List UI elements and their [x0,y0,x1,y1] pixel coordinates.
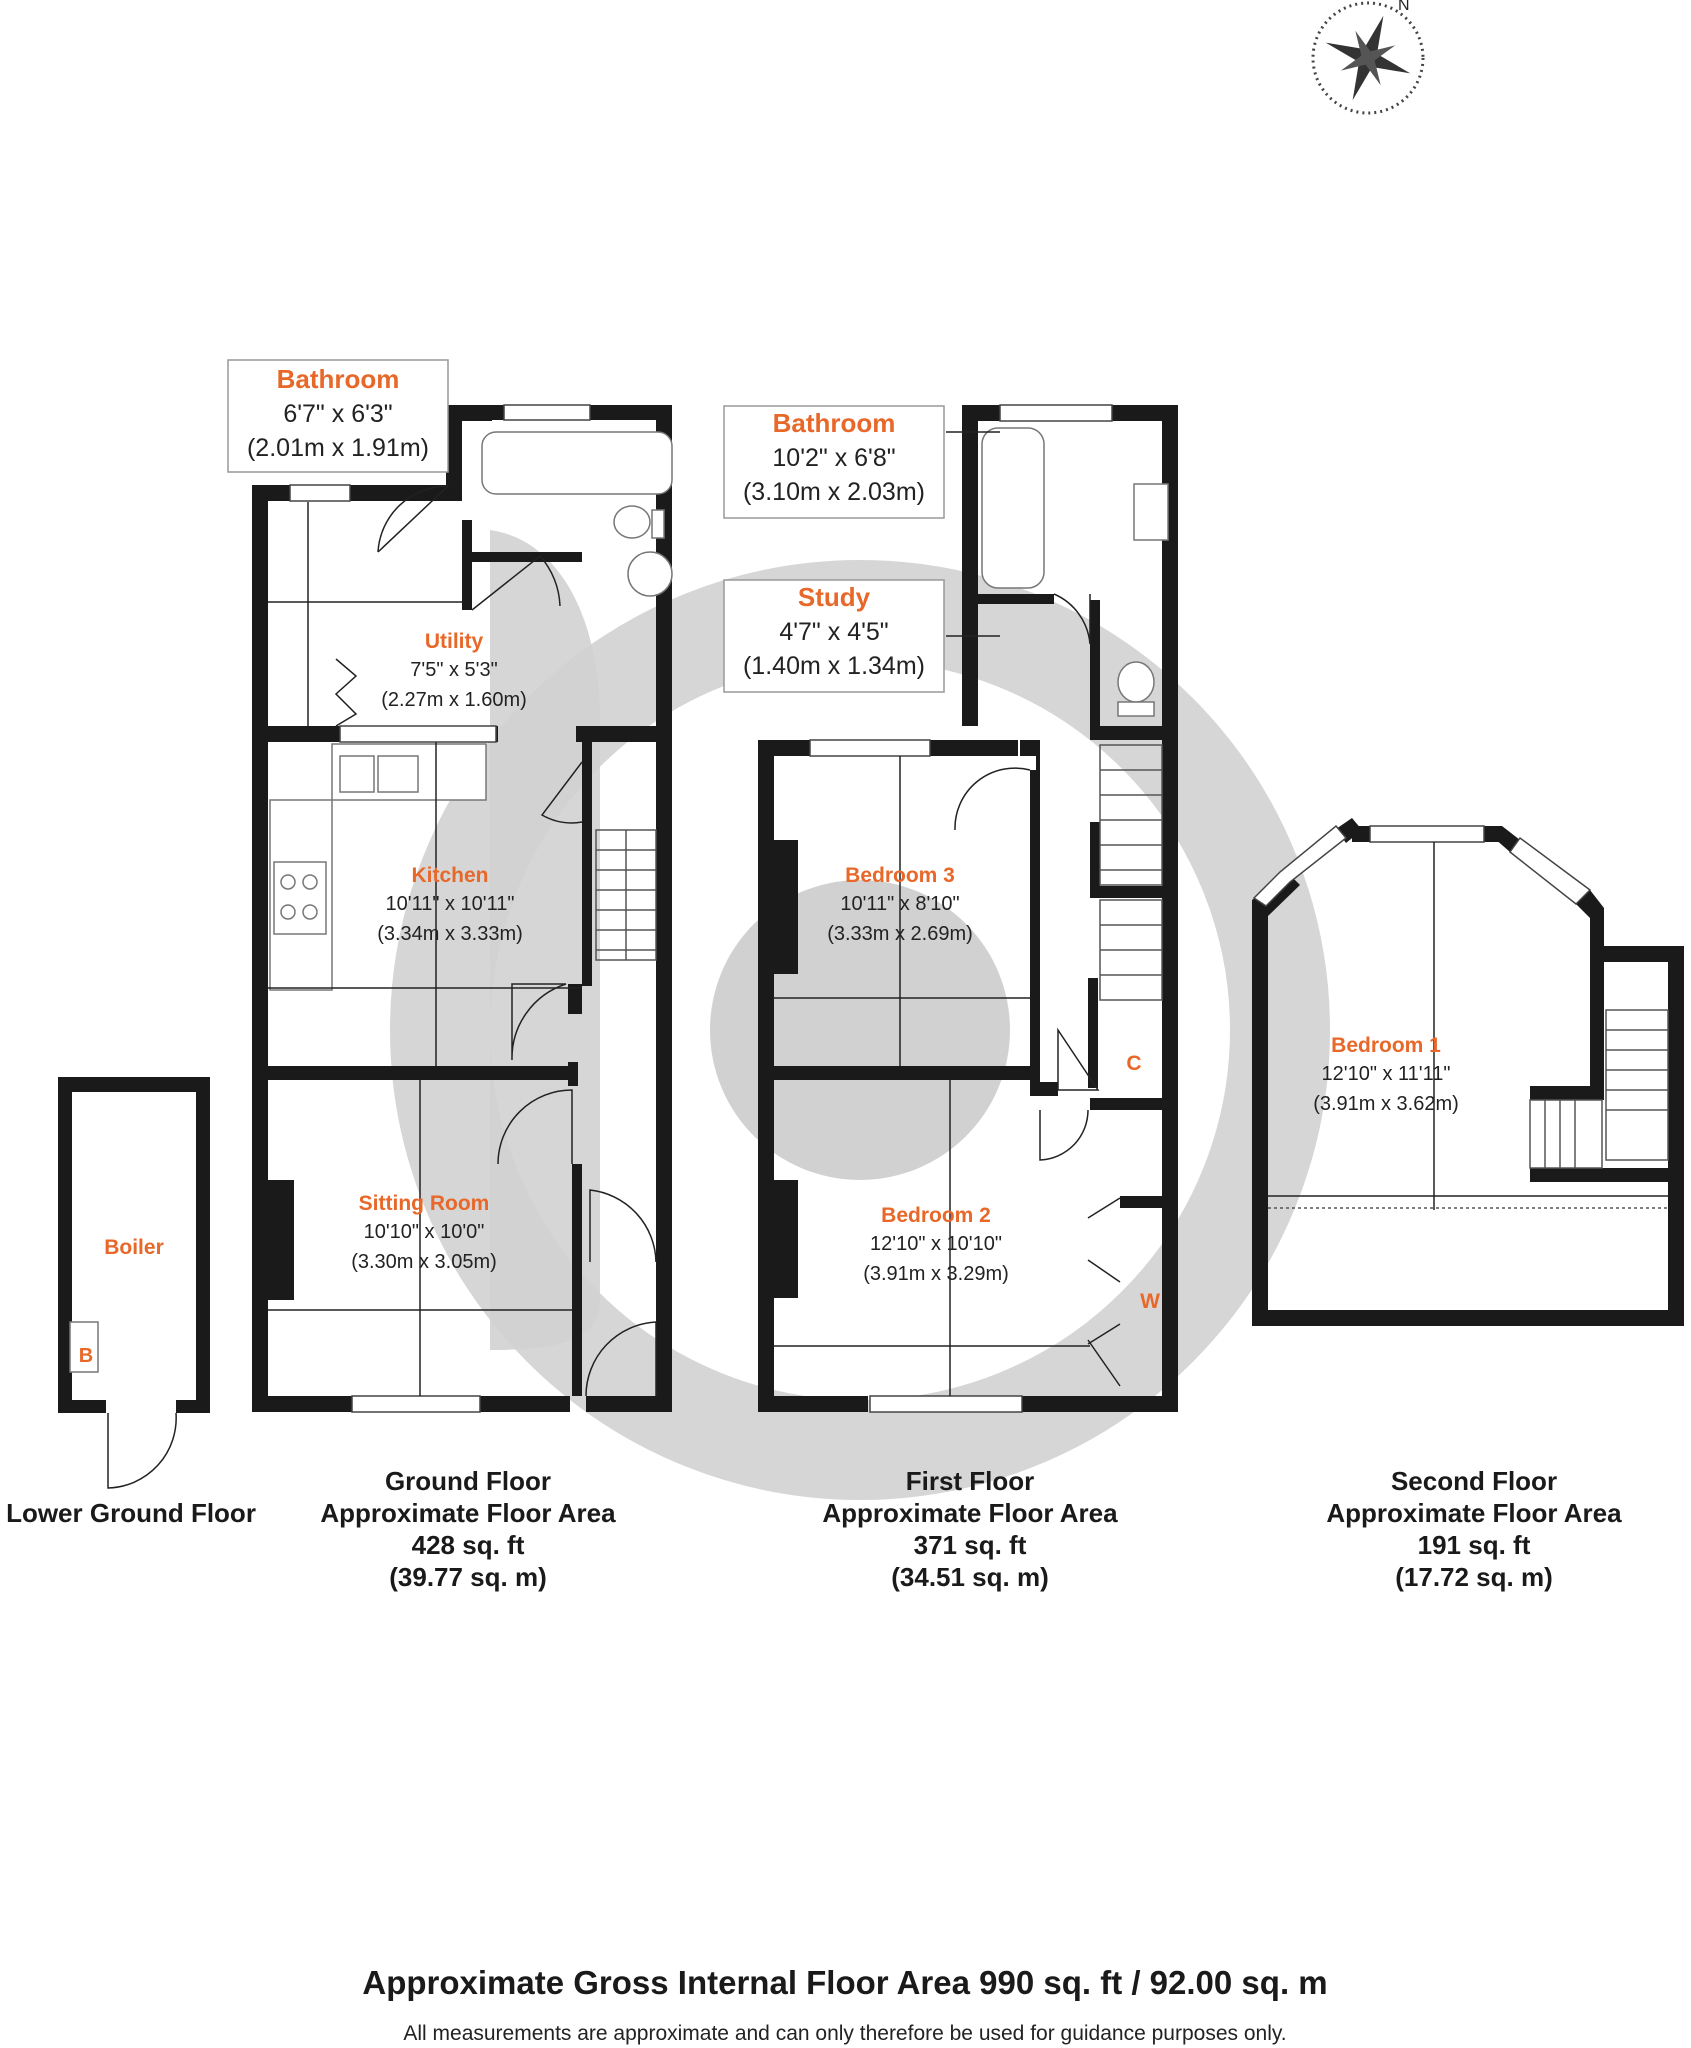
room-labels: Bathroom 6'7" x 6'3" (2.01m x 1.91m) Uti… [79,364,1459,1367]
ground-floor-label: Ground Floor [385,1466,551,1496]
sitting-room-chimney-breast [268,1180,294,1300]
cupboard-door [1057,1027,1100,1091]
sitting-room-imperial: 10'10" x 10'0" [364,1221,485,1243]
compass-north-label: N [1398,0,1410,14]
ground-floor-sqm: (39.77 sq. m) [389,1562,547,1592]
second-floor-area-label: Approximate Floor Area [1326,1498,1622,1528]
wardrobe-doors [1087,1197,1121,1387]
lower-ground-floor-label: Lower Ground Floor [6,1498,256,1528]
cupboard-marker: C [1126,1052,1141,1075]
first-floor-area-label: Approximate Floor Area [822,1498,1118,1528]
boiler-unit [69,1321,99,1373]
gf-bathroom-callout [227,359,449,473]
front-door [585,1321,657,1397]
front-hall-door [589,1189,657,1263]
study-name: Study [798,582,871,612]
bedroom2-name: Bedroom 2 [881,1204,991,1227]
first-floor-sqft: 371 sq. ft [914,1530,1027,1560]
study-imperial: 4'7" x 4'5" [779,618,888,646]
sf-stairs [1529,1009,1669,1169]
kitchen-name: Kitchen [411,864,488,887]
first-floor-sqm: (34.51 sq. m) [891,1562,1049,1592]
bedroom2-metric: (3.91m x 3.29m) [863,1263,1009,1285]
second-floor-label: Second Floor [1391,1466,1557,1496]
bedroom2-imperial: 12'10" x 10'10" [870,1233,1002,1255]
disclaimer-text: All measurements are approximate and can… [403,2022,1286,2045]
utility-cupboard-doors [334,658,358,727]
bedroom2-door [1039,1109,1089,1161]
ff-basin [1133,483,1169,541]
gf-basin [627,551,673,597]
ground-floor-plan [252,404,673,1413]
second-floor-sqm: (17.72 sq. m) [1395,1562,1553,1592]
kitchen-metric: (3.34m x 3.33m) [377,923,523,945]
bedroom3-imperial: 10'11" x 8'10" [840,893,959,915]
kitchen-hall-door [511,983,567,1061]
ff-stairs [1099,744,1163,1001]
gross-area-label: Approximate Gross Internal Floor Area 99… [362,1964,1327,2001]
ff-toilet [1117,661,1155,703]
wardrobe-marker: W [1140,1290,1160,1313]
ground-floor-sqft: 428 sq. ft [412,1530,525,1560]
gf-bathroom-door [471,554,561,611]
bedroom1-metric: (3.91m x 3.62m) [1313,1093,1459,1115]
ff-bathroom-metric: (3.10m x 2.03m) [743,478,925,506]
bedroom1-name: Bedroom 1 [1331,1034,1441,1057]
boiler-marker: B [79,1345,93,1367]
first-floor-plan [758,404,1178,1413]
gf-bathroom-name: Bathroom [277,364,400,394]
utility-name: Utility [425,630,484,653]
compass-rose: N [1311,0,1425,115]
utility-imperial: 7'5" x 5'3" [410,659,497,681]
kitchen-imperial: 10'11" x 10'11" [386,893,515,915]
floor-area-labels: Lower Ground Floor Ground Floor Approxim… [6,1466,1622,1592]
gf-bathroom-imperial: 6'7" x 6'3" [283,400,392,428]
sitting-room-door [497,1089,573,1165]
sitting-room-name: Sitting Room [359,1192,490,1215]
boiler-door [107,1412,177,1489]
gf-bathroom-partition [462,552,582,562]
bedroom3-door [954,767,1031,831]
kitchen-door [540,761,583,824]
ff-bath [981,427,1045,589]
ff-bathroom-name: Bathroom [773,408,896,438]
ff-bathroom-callout [723,405,945,519]
bedroom2-chimney-breast [774,1180,798,1298]
sitting-room-metric: (3.30m x 3.05m) [351,1251,497,1273]
ff-bathroom-partition [1090,600,1100,734]
second-floor-sqft: 191 sq. ft [1418,1530,1531,1560]
ground-floor-area-label: Approximate Floor Area [320,1498,616,1528]
bedroom3-chimney-breast [774,840,798,974]
utility-door [377,485,450,553]
kitchen-sink [339,755,375,793]
gf-bath [481,431,673,495]
gf-toilet [613,505,651,539]
second-floor-plan [1252,818,1684,1326]
lower-ground-floor-plan [58,1077,210,1489]
study-metric: (1.40m x 1.34m) [743,652,925,680]
kitchen-hob [273,861,327,935]
bedroom1-imperial: 12'10" x 11'11" [1322,1063,1451,1085]
gf-stairs [595,829,657,961]
boiler-name: Boiler [104,1236,164,1259]
ff-bathroom-door [1053,593,1091,645]
bedroom3-name: Bedroom 3 [845,864,955,887]
utility-metric: (2.27m x 1.60m) [381,689,527,711]
bedroom3-metric: (3.33m x 2.69m) [827,923,973,945]
first-floor-label: First Floor [906,1466,1035,1496]
gf-bathroom-metric: (2.01m x 1.91m) [247,434,429,462]
ff-bathroom-imperial: 10'2" x 6'8" [772,444,895,472]
study-callout [723,579,945,693]
